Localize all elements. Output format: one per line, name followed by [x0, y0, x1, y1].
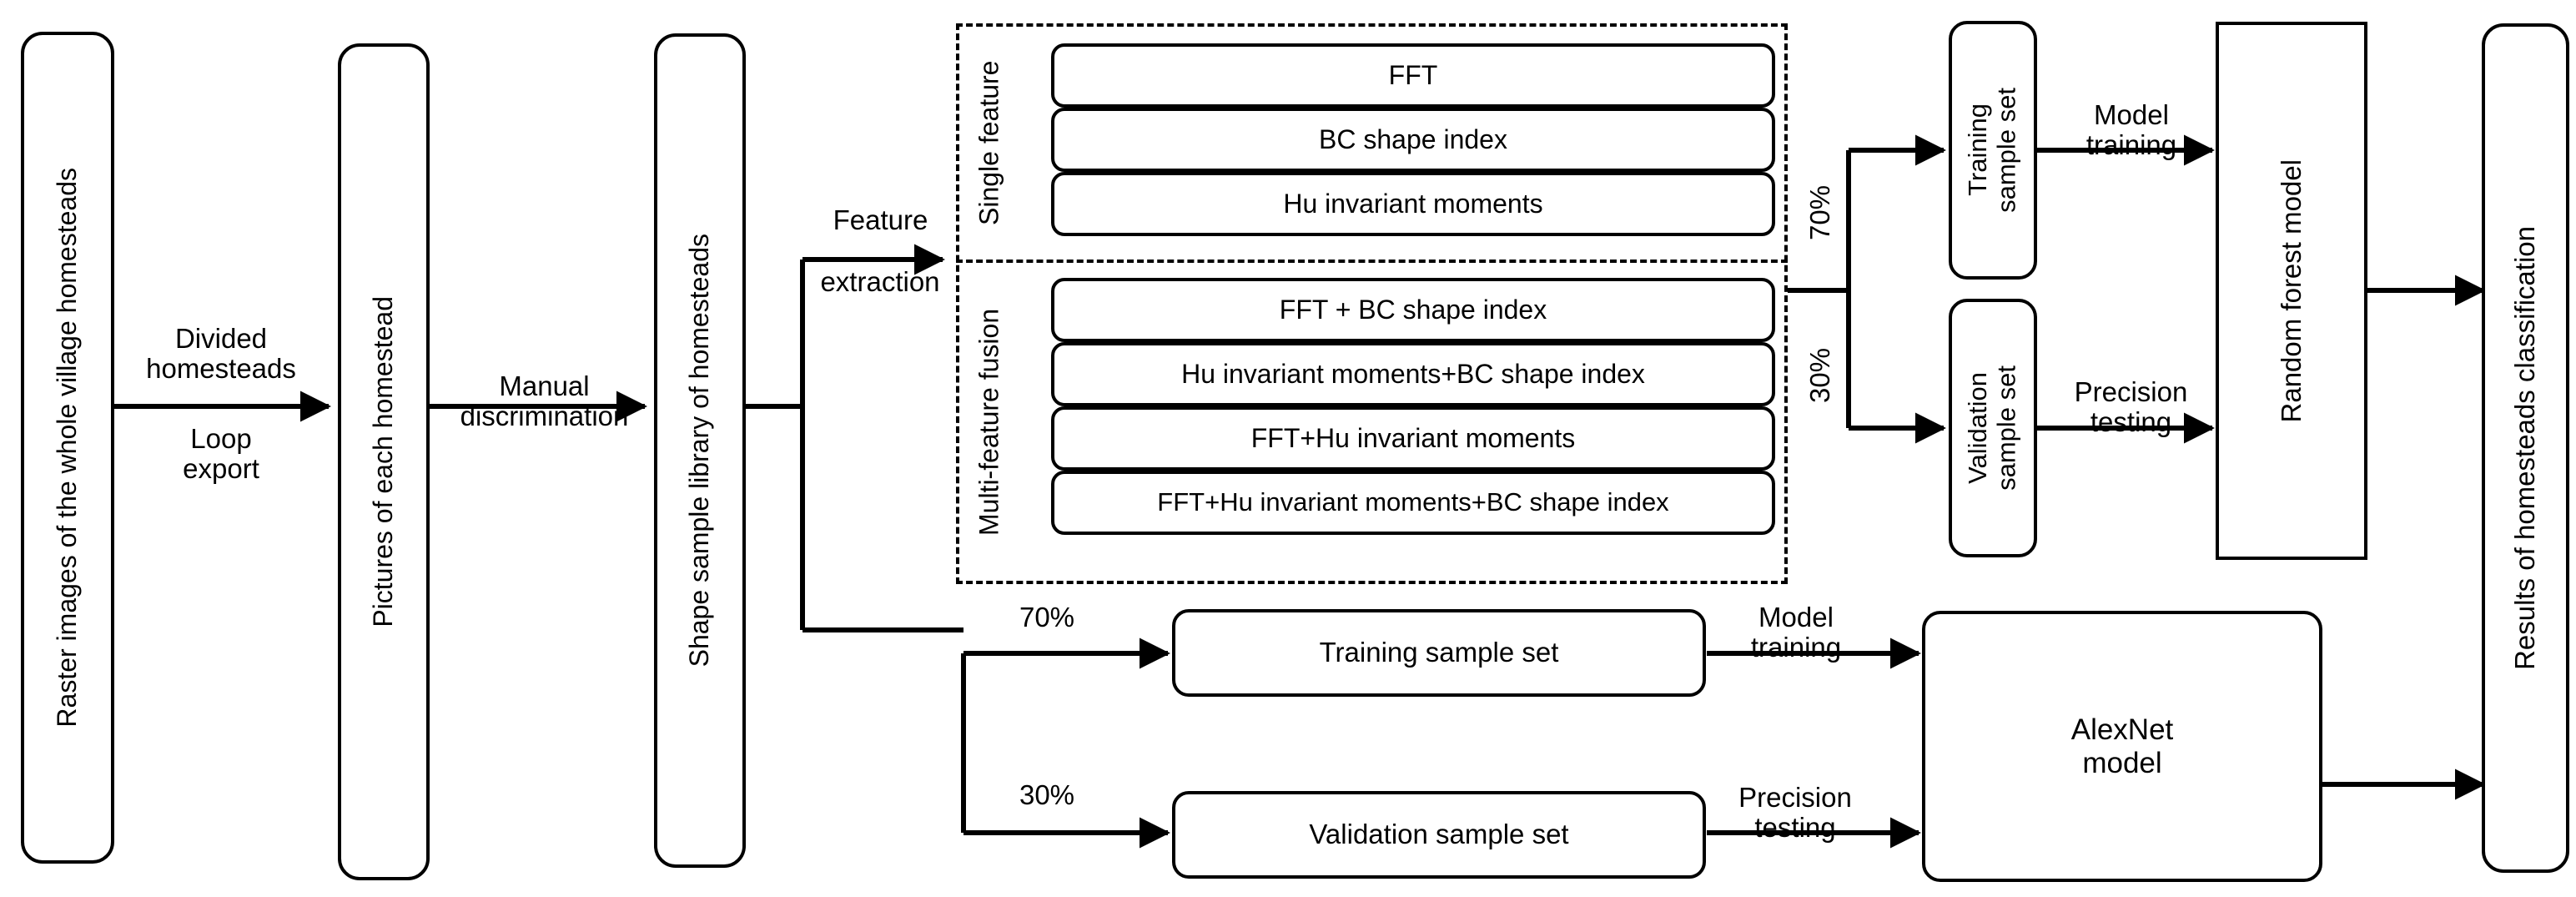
node-rf-validation-sample-set-label: Validation sample set: [1963, 365, 2021, 491]
node-rf-training-sample-set[interactable]: Training sample set: [1949, 21, 2037, 280]
node-alexnet-model-label: AlexNet model: [2070, 713, 2174, 779]
edge-label-rf-split-70: 70%: [1804, 184, 1835, 241]
node-alexnet-model[interactable]: AlexNet model: [1922, 611, 2322, 882]
feature-extraction-group: [956, 23, 1788, 584]
fusion-box-fft-bc[interactable]: FFT + BC shape index: [1051, 278, 1775, 342]
node-rf-validation-sample-set[interactable]: Validation sample set: [1949, 299, 2037, 557]
fusion-box-fft-hu-label: FFT+Hu invariant moments: [1250, 422, 1576, 453]
edge-label-cnn-split-30: 30%: [1019, 779, 1075, 810]
group-label-single-feature: Single feature: [974, 60, 1004, 225]
edge-label-rf-precision-testing: Precision testing: [2074, 376, 2188, 438]
edge-label-feature-extraction-bottom: extraction: [820, 266, 940, 297]
fusion-box-fft-bc-label: FFT + BC shape index: [1279, 294, 1547, 325]
edge-label-manual-discrimination: Manual discrimination: [460, 370, 629, 432]
node-cnn-training-sample-set-label: Training sample set: [1319, 637, 1559, 668]
node-cnn-validation-sample-set[interactable]: Validation sample set: [1172, 791, 1706, 879]
feature-group-divider: [956, 260, 1788, 263]
feature-box-fft-label: FFT: [1388, 59, 1438, 90]
node-random-forest-model[interactable]: Random forest model: [2216, 22, 2367, 560]
edge-label-rf-split-30: 30%: [1804, 347, 1835, 404]
node-shape-library-label: Shape sample library of homesteads: [684, 234, 715, 668]
edge-label-cnn-split-70: 70%: [1019, 602, 1075, 632]
edge-label-loop-export: Loop export: [183, 423, 259, 485]
fusion-box-fft-hu-bc-label: FFT+Hu invariant moments+BC shape index: [1157, 487, 1669, 517]
node-random-forest-model-label: Random forest model: [2275, 159, 2307, 423]
edge-label-cnn-precision-testing: Precision testing: [1738, 782, 1852, 844]
node-raster-images[interactable]: Raster images of the whole village homes…: [21, 32, 114, 864]
fusion-box-fft-hu-bc[interactable]: FFT+Hu invariant moments+BC shape index: [1051, 471, 1775, 535]
group-label-multi-feature-fusion: Multi-feature fusion: [974, 308, 1004, 537]
fusion-box-fft-hu[interactable]: FFT+Hu invariant moments: [1051, 406, 1775, 471]
feature-box-hu-invariant-moments-label: Hu invariant moments: [1283, 188, 1543, 219]
edge-label-cnn-model-training: Model training: [1750, 602, 1842, 663]
node-cnn-training-sample-set[interactable]: Training sample set: [1172, 609, 1706, 697]
node-cnn-validation-sample-set-label: Validation sample set: [1309, 819, 1569, 850]
fusion-box-hu-bc[interactable]: Hu invariant moments+BC shape index: [1051, 342, 1775, 406]
node-pictures-label: Pictures of each homestead: [368, 296, 399, 627]
node-results-label: Results of homesteads classification: [2509, 226, 2541, 670]
edge-label-divided-homesteads: Divided homesteads: [146, 323, 296, 385]
feature-box-bc-shape-index[interactable]: BC shape index: [1051, 108, 1775, 172]
feature-box-fft[interactable]: FFT: [1051, 43, 1775, 108]
node-raster-images-label: Raster images of the whole village homes…: [52, 168, 83, 728]
edge-label-rf-model-training: Model training: [2085, 99, 2177, 161]
node-shape-sample-library[interactable]: Shape sample library of homesteads: [654, 33, 746, 868]
edge-label-feature-extraction-top: Feature: [833, 204, 928, 235]
node-results-of-classification[interactable]: Results of homesteads classification: [2482, 23, 2569, 873]
fusion-box-hu-bc-label: Hu invariant moments+BC shape index: [1181, 358, 1645, 389]
node-rf-training-sample-set-label: Training sample set: [1963, 88, 2021, 213]
node-pictures-of-each-homestead[interactable]: Pictures of each homestead: [338, 43, 430, 880]
feature-box-hu-invariant-moments[interactable]: Hu invariant moments: [1051, 172, 1775, 236]
feature-box-bc-shape-index-label: BC shape index: [1319, 123, 1507, 154]
